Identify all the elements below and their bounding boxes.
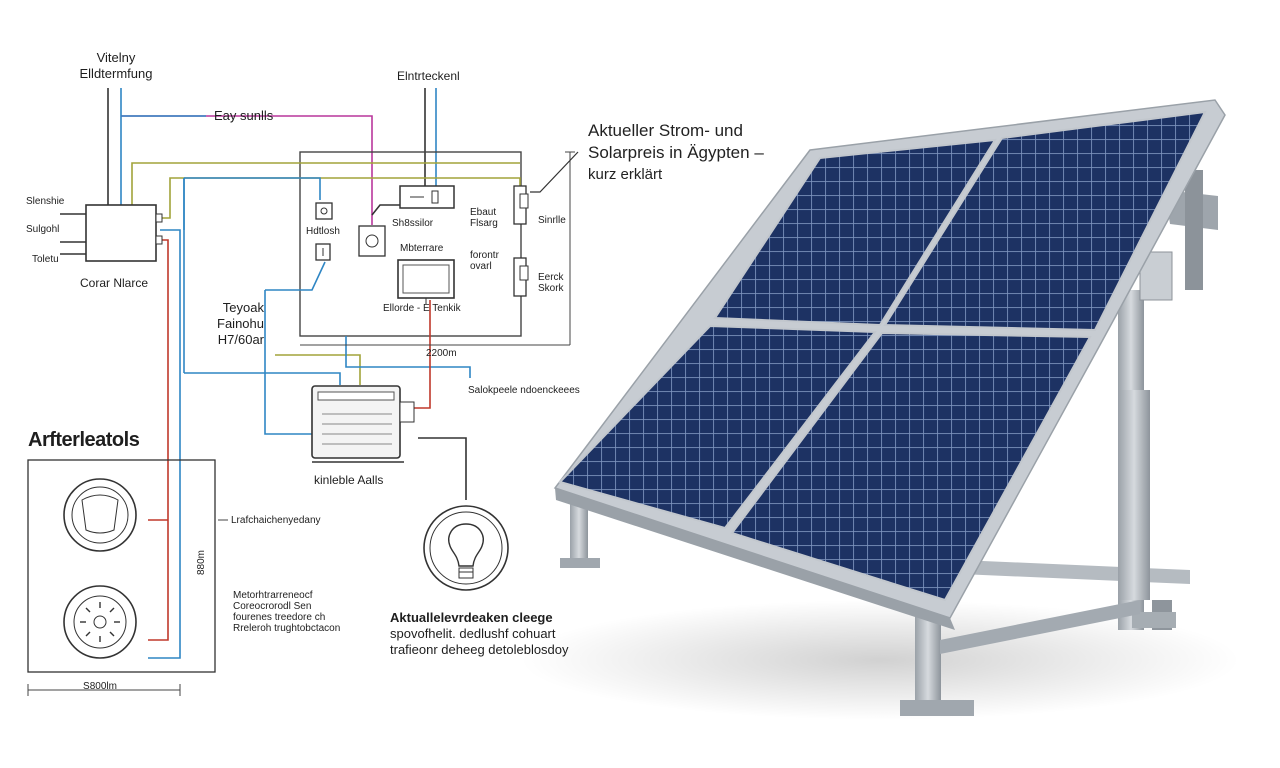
bottom-dimension: S800lm: [83, 681, 117, 692]
input-label-1: Slenshie: [26, 196, 65, 207]
top-left-label: Vitelny Elldtermfung: [79, 50, 153, 81]
right-connector-bottom: [513, 257, 529, 297]
section-note: Lrafchaichenyedany: [231, 515, 321, 526]
input-label-3: Toletu: [32, 254, 59, 265]
meter-dial-icon: [63, 478, 137, 552]
wiring-lines: [27, 88, 579, 696]
measure-label: 2200m: [426, 348, 457, 359]
monitor-label: Mbterrare: [400, 243, 444, 254]
sensor-module: [358, 225, 386, 257]
right-bottom-label: Eerck Skork: [538, 272, 564, 294]
monitor-caption: Ellorde - E Tenkik: [383, 303, 461, 314]
section-frame: [27, 459, 216, 673]
right-mid-label: forontr ovarl: [470, 250, 499, 272]
title-line-3: kurz erklärt: [588, 166, 663, 183]
module-b-label: Sh8ssilor: [392, 218, 434, 229]
easy-label: Eay sunlls: [214, 108, 274, 123]
input-label-2: Sulgohl: [26, 224, 60, 235]
small-module-a: [315, 202, 333, 220]
switch-box: [399, 185, 455, 209]
right-top-label: Ebaut Flsarg: [470, 207, 498, 229]
bulb-caption: Aktuallelevrdeaken cleege spovofhelit. d…: [390, 610, 569, 657]
monitor-module: [397, 259, 455, 304]
title-line-1: Aktueller Strom- und: [588, 121, 743, 140]
small-module-b: [315, 243, 331, 261]
inverter-side-label: Salokpeele ndoenckeees: [468, 385, 580, 396]
right-top-side-label: Sinrlle: [538, 215, 566, 226]
top-center-label: Elntrteckenl: [397, 69, 460, 83]
inverter-caption: kinleble Aalls: [314, 473, 384, 487]
section-description: Metorhtrarreneocf Coreocrorodl Sen foure…: [233, 590, 341, 634]
solar-panel-illustration: [520, 99, 1240, 720]
diagram-title: Aktueller Strom- und Solarpreis in Ägypt…: [588, 120, 788, 186]
title-line-2: Solarpreis in Ägypten –: [588, 143, 764, 162]
light-bulb-icon: [423, 505, 509, 591]
inverter-box: [311, 385, 415, 463]
section-dimension: 880m: [196, 549, 207, 575]
side-block-label: Teyoak Fainohu H7/60ar: [217, 300, 264, 347]
module-a-label: Hdtlosh: [306, 226, 340, 237]
right-connector-top: [513, 185, 529, 225]
controller-box: [60, 204, 163, 262]
right-top-tail-label: [536, 203, 539, 214]
converter-label: Corar Nlarce: [80, 276, 149, 290]
section-heading: Arfterleatols: [28, 429, 140, 451]
fan-dial-icon: [63, 585, 137, 659]
